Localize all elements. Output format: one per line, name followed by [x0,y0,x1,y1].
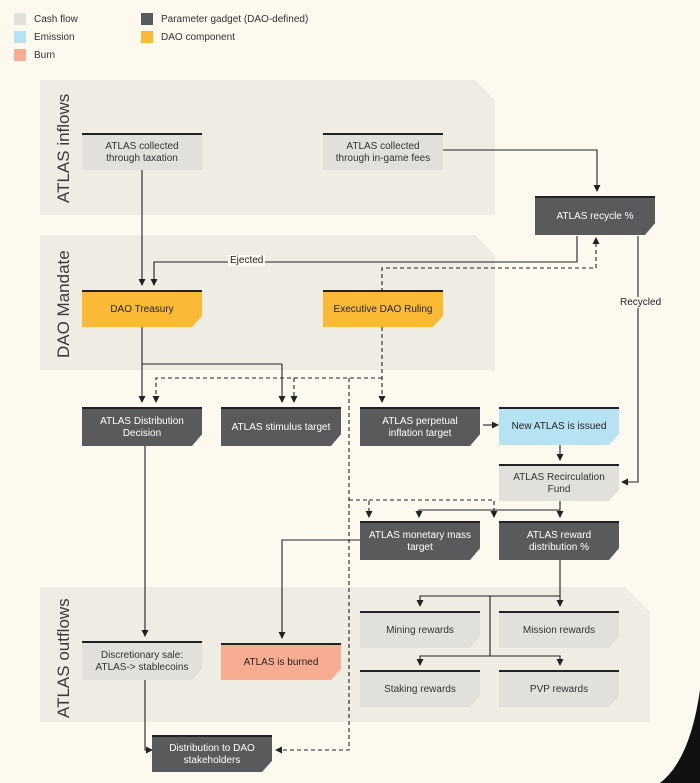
node-dao-treasury-label: DAO Treasury [110,303,174,315]
edge-label-recycled: Recycled [618,297,664,308]
node-distribution-decision[interactable]: ATLAS Distribution Decision [82,407,202,446]
node-discretionary-sale[interactable]: Discretionary sale: ATLAS-> stablecoins [82,641,202,680]
legend-cash-flow: Cash flow [14,13,78,25]
node-recirculation-fund-label: ATLAS Recirculation Fund [513,472,605,495]
node-perpetual-inflation[interactable]: ATLAS perpetual inflation target [360,407,480,446]
node-perpetual-inflation-label: ATLAS perpetual inflation target [382,416,458,439]
node-taxation[interactable]: ATLAS collected through taxation [82,133,202,170]
legend-parameter-gadget: Parameter gadget (DAO-defined) [141,13,308,25]
node-atlas-burned-label: ATLAS is burned [243,656,319,668]
legend-label-parameter-gadget: Parameter gadget (DAO-defined) [161,13,309,25]
section-bg-outflows [40,587,650,722]
node-staking-rewards[interactable]: Staking rewards [360,670,480,707]
edge-reward-pvp [490,655,564,666]
node-stimulus-target[interactable]: ATLAS stimulus target [221,407,341,446]
legend-swatch-cash-flow [14,13,26,25]
node-reward-distribution-label: ATLAS reward distribution % [526,530,592,553]
edge-label-ejected: Ejected [228,255,266,266]
edge-ejected [150,236,578,286]
node-new-atlas-label: New ATLAS is issued [511,421,607,433]
node-distribution-stakeholders[interactable]: Distribution to DAO stakeholders [152,735,272,772]
node-taxation-label: ATLAS collected through taxation [105,141,179,164]
node-distribution-decision-label: ATLAS Distribution Decision [100,416,184,439]
node-executive-ruling[interactable]: Executive DAO Ruling [323,290,443,327]
section-label-inflows: ATLAS inflows [54,93,73,203]
node-mission-rewards-label: Mission rewards [522,624,596,636]
legend-swatch-dao-component [141,31,153,43]
node-discretionary-sale-label: Discretionary sale: ATLAS-> stablecoins [95,650,189,673]
node-executive-ruling-label: Executive DAO Ruling [333,303,433,315]
legend-label-dao-component: DAO component [161,31,235,43]
edge-sale-stakeholders [144,680,153,754]
legend-swatch-parameter-gadget [141,13,153,25]
node-recycle-pct[interactable]: ATLAS recycle % [535,196,655,235]
section-bg-inflows [40,80,495,215]
node-mission-rewards[interactable]: Mission rewards [499,611,619,648]
node-new-atlas[interactable]: New ATLAS is issued [499,407,619,445]
solid-connectors [138,149,639,754]
legend-swatch-burn [14,49,26,61]
edge-mass-burned [278,539,360,639]
legend-burn: Burn [14,49,55,61]
edge-fees-recycle [413,149,601,192]
legend-label-emission: Emission [34,31,75,43]
corner-decoration [660,690,700,783]
node-dao-treasury[interactable]: DAO Treasury [82,290,202,327]
node-staking-rewards-label: Staking rewards [384,683,456,695]
node-recirculation-fund[interactable]: ATLAS Recirculation Fund [499,464,619,501]
node-pvp-rewards[interactable]: PVP rewards [499,670,619,707]
node-pvp-rewards-label: PVP rewards [529,683,589,695]
node-distribution-stakeholders-label: Distribution to DAO stakeholders [169,743,255,766]
legend-emission: Emission [14,31,75,43]
node-recycle-pct-label: ATLAS recycle % [556,210,634,222]
node-mining-rewards[interactable]: Mining rewards [360,611,480,648]
section-label-mandate: DAO Mandate [54,250,73,358]
node-mining-rewards-label: Mining rewards [386,624,454,636]
node-atlas-burned[interactable]: ATLAS is burned [221,643,341,680]
section-label-outflows: ATLAS outflows [54,598,73,718]
edge-ruling-bus [152,377,382,403]
edge-ruling-mass [349,499,373,518]
edge-reward-trunk [416,596,491,666]
node-stimulus-target-label: ATLAS stimulus target [231,421,331,433]
legend-label-burn: Burn [34,49,56,61]
legend-label-cash-flow: Cash flow [34,13,78,25]
node-reward-distribution[interactable]: ATLAS reward distribution % [499,521,619,560]
legend-swatch-emission [14,31,26,43]
node-ingame-fees-label: ATLAS collected through in-game fees [335,141,431,164]
legend-dao-component: DAO component [141,31,235,43]
node-monetary-mass[interactable]: ATLAS monetary mass target [360,521,480,560]
node-ingame-fees[interactable]: ATLAS collected through in-game fees [323,133,443,170]
node-monetary-mass-label: ATLAS monetary mass target [368,530,472,553]
edge-ruling-trunk [275,378,350,754]
edge-recycled [621,236,639,486]
edge-ruling-reward [369,499,498,518]
edge-recirc-split [415,501,561,518]
